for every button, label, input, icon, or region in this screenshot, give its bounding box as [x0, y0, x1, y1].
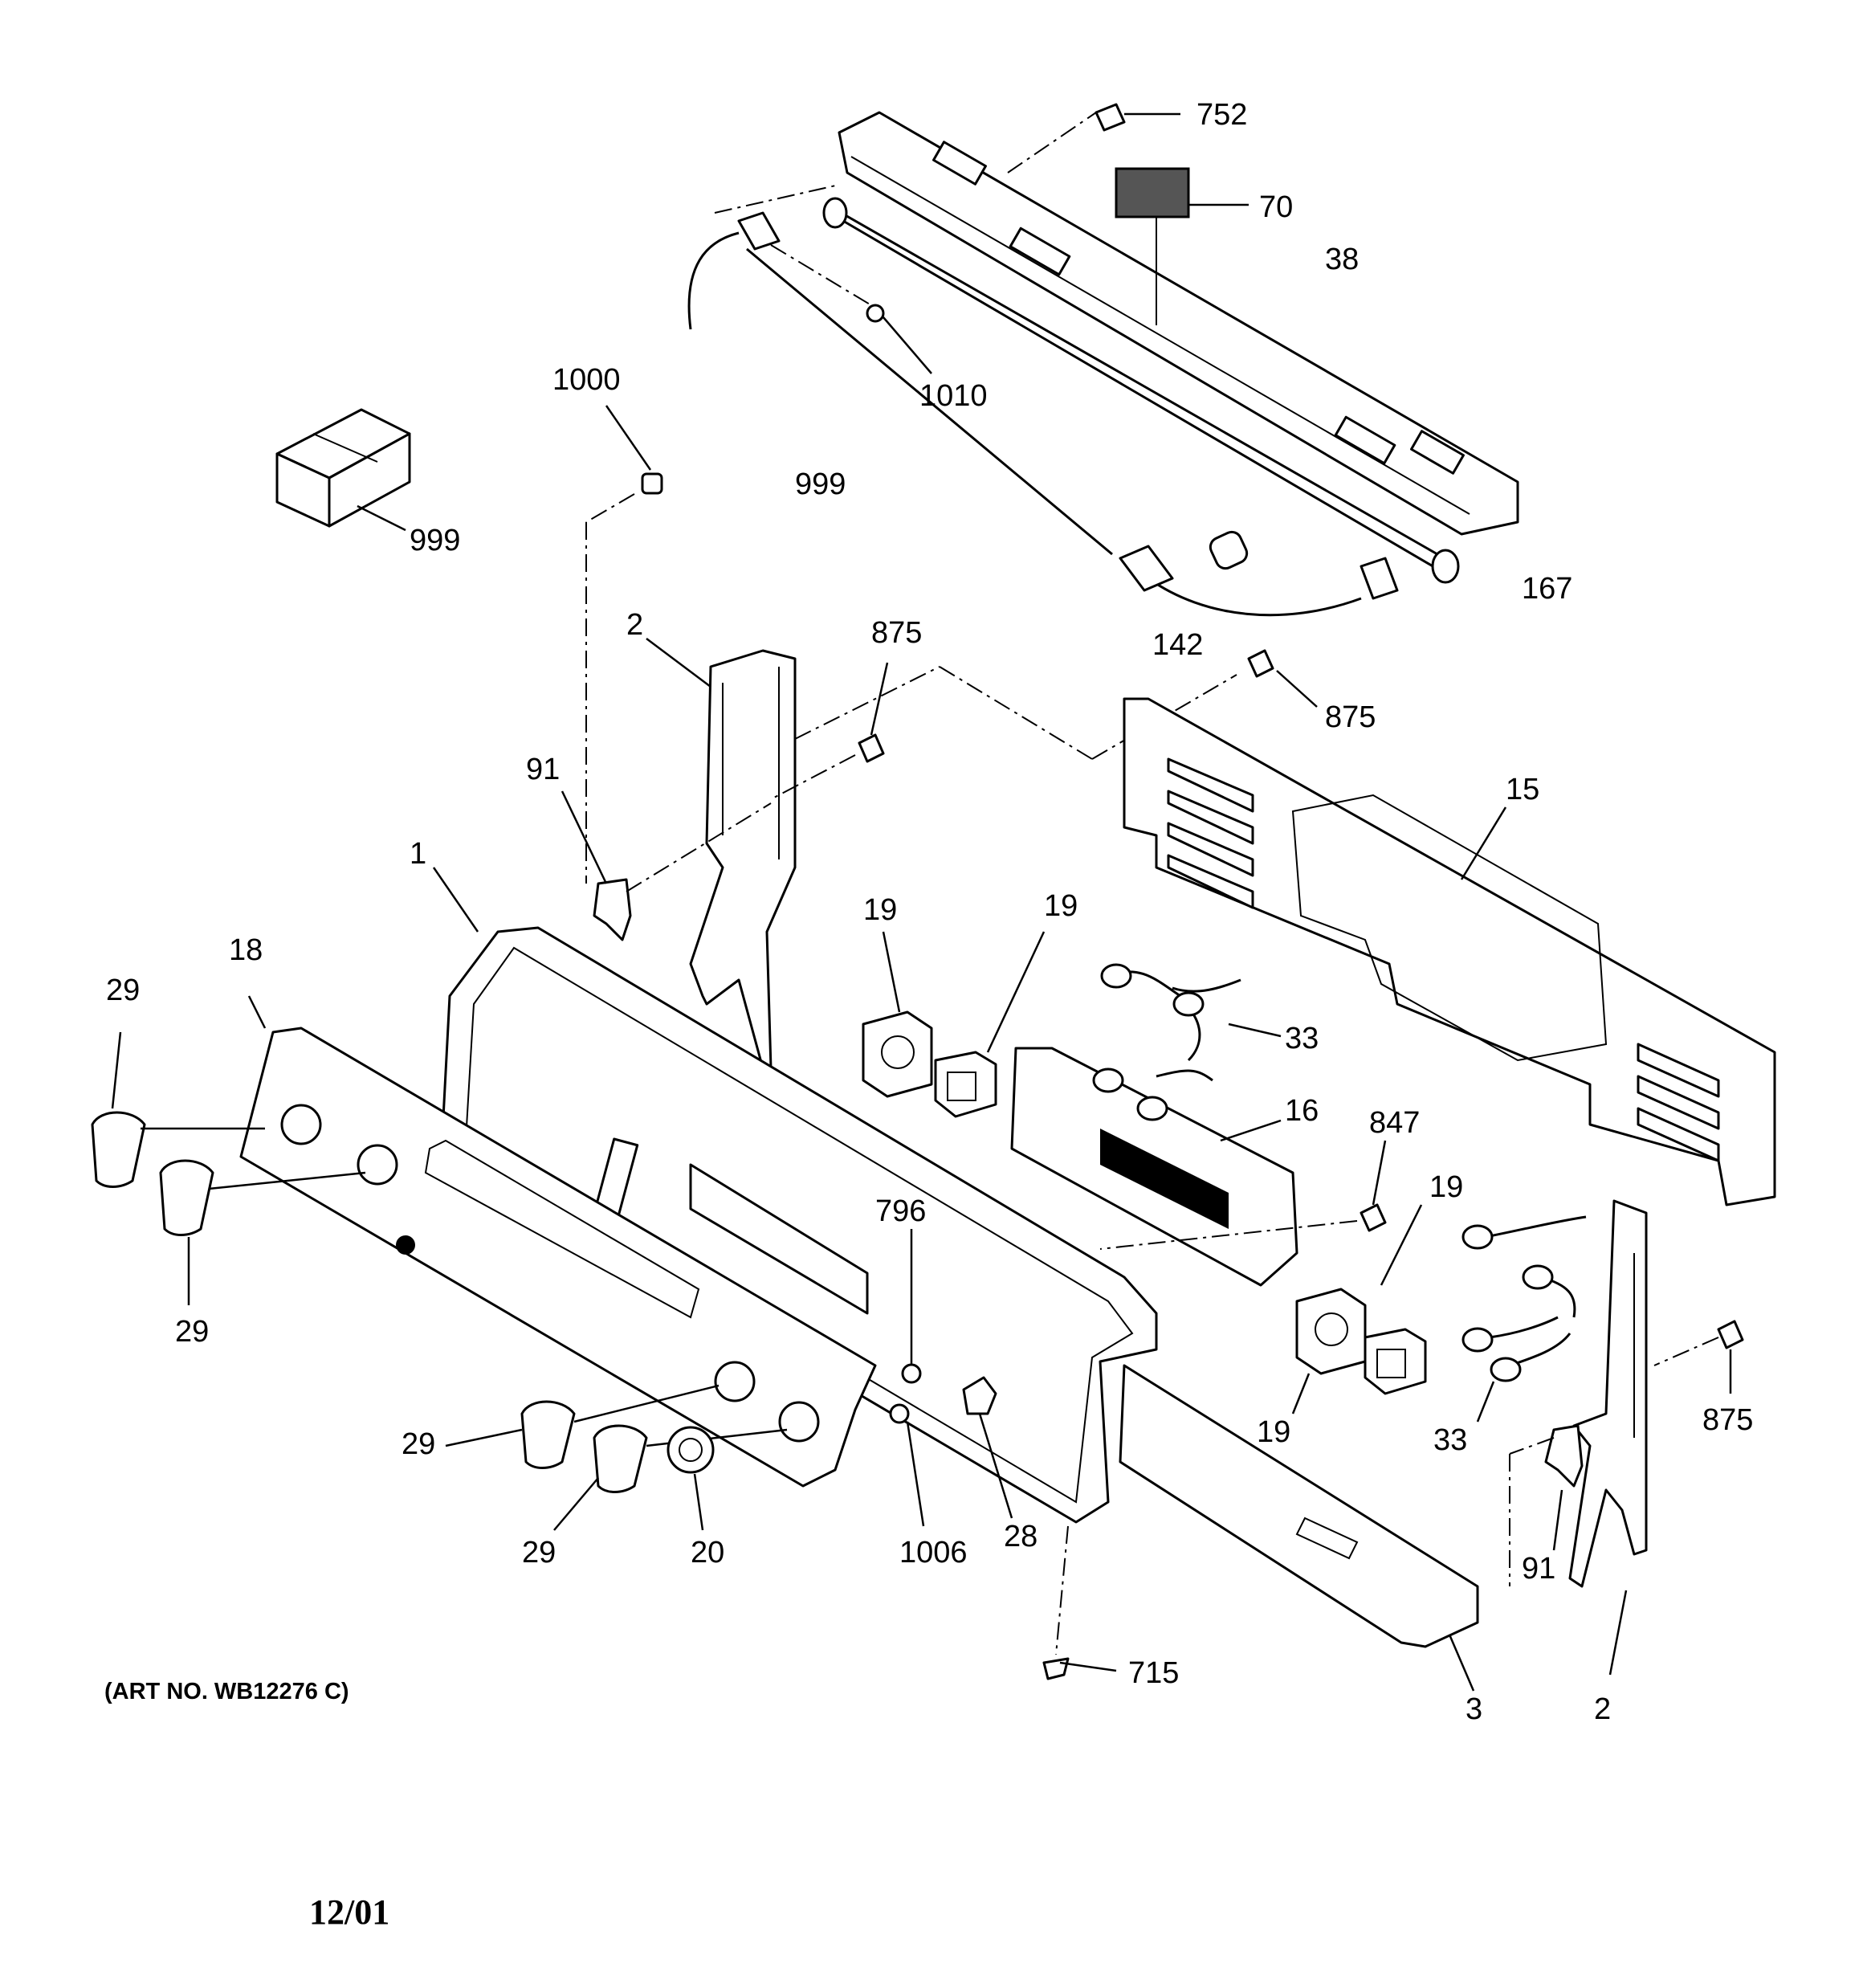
date-code: 12/01: [309, 1892, 389, 1932]
callout-1: 1: [410, 837, 426, 871]
knob-20: [667, 1426, 715, 1531]
control-28: [962, 1376, 1013, 1519]
callout-33-upper: 33: [1285, 1022, 1319, 1055]
screw-1000: [585, 405, 663, 884]
callout-2-right: 2: [1594, 1692, 1611, 1726]
callout-3: 3: [1466, 1692, 1482, 1726]
callout-875-right: 875: [1702, 1403, 1753, 1437]
infinite-switch-19-d: [1364, 1328, 1427, 1395]
light-bracket-38: [838, 111, 1519, 536]
screw-875-right: [1653, 1320, 1744, 1394]
side-bracket-left-2: [646, 638, 797, 1070]
callout-33-lower: 33: [1433, 1423, 1467, 1457]
callout-1006: 1006: [899, 1536, 968, 1570]
callout-875-upper: 875: [1325, 700, 1376, 734]
callout-847: 847: [1369, 1106, 1420, 1140]
screw-715: [1042, 1525, 1117, 1680]
callout-28: 28: [1004, 1520, 1037, 1553]
infinite-switch-19-b: [934, 931, 1046, 1118]
clip-91-left: [561, 790, 772, 941]
callout-796: 796: [875, 1194, 926, 1228]
screw-1010: [866, 304, 932, 374]
callout-19-c: 19: [1429, 1170, 1463, 1204]
art-number: (ART NO. WB12276 C): [104, 1679, 349, 1704]
rear-panel-15: [1123, 697, 1776, 1206]
carton-999: [275, 408, 411, 532]
callout-70: 70: [1259, 190, 1293, 224]
filter-pad-70: [1115, 167, 1249, 325]
screw-1006: [889, 1403, 925, 1527]
lamp-holder-142: [1209, 530, 1249, 570]
infinite-switch-19-a: [862, 931, 933, 1098]
screw-875-left: [770, 662, 1237, 800]
lower-trim-3: [1119, 1364, 1479, 1692]
callout-91-right: 91: [1522, 1552, 1555, 1586]
screw-752: [1095, 103, 1180, 132]
backsplash-frame-1: [432, 867, 1158, 1524]
callout-167: 167: [1522, 572, 1572, 606]
harness-33-lower: [1461, 1215, 1587, 1423]
knob-29-c: [445, 1384, 720, 1469]
control-panel-18: [239, 995, 877, 1488]
callout-1000: 1000: [552, 363, 621, 397]
callout-20: 20: [691, 1536, 724, 1570]
callout-2-left: 2: [626, 608, 643, 642]
callout-16: 16: [1285, 1094, 1319, 1128]
callout-19-a: 19: [863, 893, 897, 927]
callout-15: 15: [1506, 773, 1539, 806]
callout-38: 38: [1325, 243, 1359, 276]
callout-1010: 1010: [919, 379, 988, 413]
screw-847: [1099, 1140, 1387, 1250]
knob-29-a: [91, 1031, 265, 1188]
callout-18: 18: [229, 933, 263, 967]
side-bracket-right-2: [1568, 1199, 1648, 1676]
callout-715: 715: [1128, 1656, 1179, 1690]
callout-29-b: 29: [175, 1315, 209, 1349]
callout-999-carton: 999: [410, 524, 460, 557]
callout-875-left: 875: [871, 616, 922, 650]
callout-752: 752: [1196, 98, 1247, 132]
screw-875-upper: [1247, 649, 1318, 708]
callout-142: 142: [1152, 628, 1203, 662]
callout-29-d: 29: [522, 1536, 556, 1570]
control-board-16: [1010, 1047, 1298, 1287]
lamp-tube-167: [822, 197, 1460, 584]
callout-29-c: 29: [402, 1427, 435, 1461]
callout-999-harness: 999: [795, 467, 846, 501]
callout-19-b: 19: [1044, 889, 1078, 923]
harness-33-upper: [1092, 963, 1282, 1121]
clip-91-right: [1509, 1424, 1584, 1586]
lamp-harness-999: [687, 211, 1399, 617]
callout-19-d: 19: [1257, 1415, 1290, 1449]
screw-796: [901, 1229, 922, 1384]
knob-29-b: [159, 1159, 366, 1305]
callout-29-a: 29: [106, 974, 140, 1007]
callout-91-left: 91: [526, 753, 560, 786]
